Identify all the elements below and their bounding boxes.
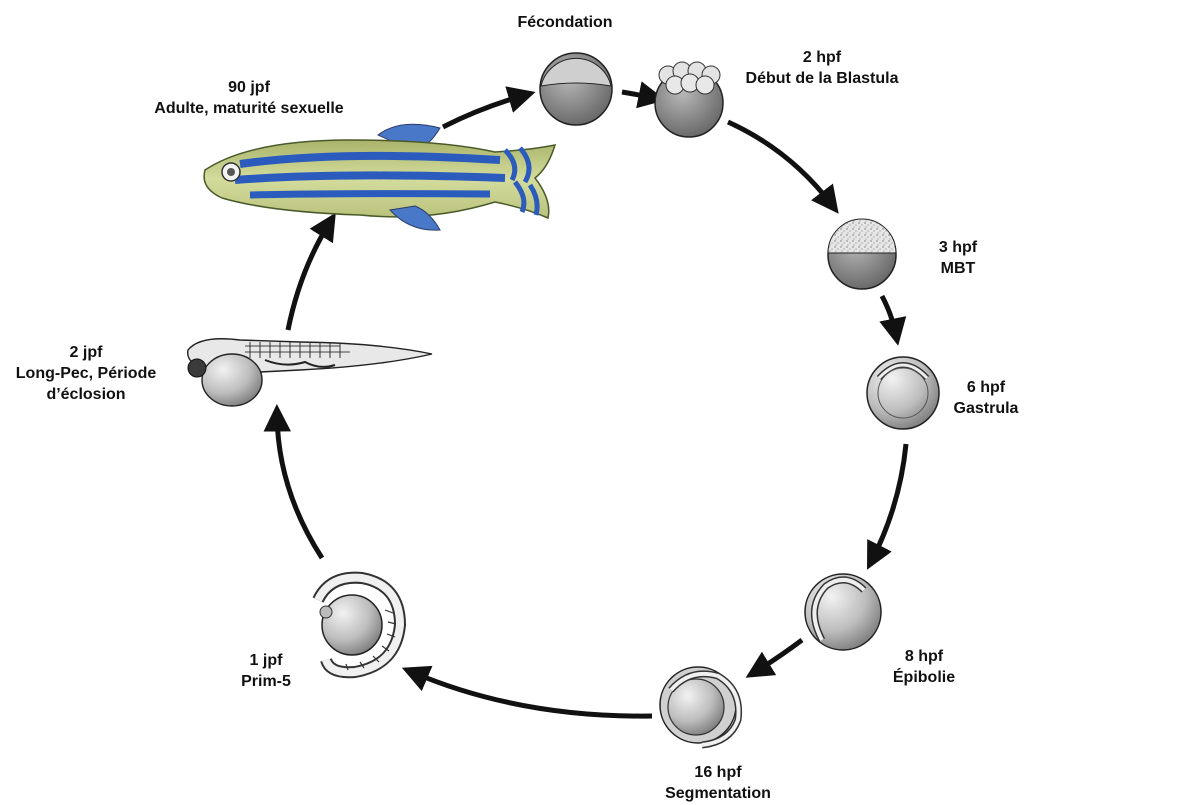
- segmentation-time: 16 hpf: [665, 762, 771, 783]
- arrow-prim5-to-longpec: [277, 415, 322, 558]
- prim5-name: Prim-5: [241, 671, 291, 692]
- stage-label-adult: 90 jpf Adulte, maturité sexuelle: [154, 77, 343, 119]
- longpec-name-cont: d’éclosion: [16, 384, 156, 405]
- fertilization-embryo-illustration: [540, 53, 612, 125]
- stage-label-blastula: 2 hpf Début de la Blastula: [746, 47, 899, 89]
- gastrula-embryo-illustration: [867, 357, 939, 429]
- blastula-name: Début de la Blastula: [746, 68, 899, 89]
- prim5-embryo-illustration: [318, 578, 400, 673]
- arrow-mbt-to-gastrula: [882, 296, 896, 335]
- adult-zebrafish-illustration: [204, 124, 555, 230]
- stage-label-prim5: 1 jpf Prim-5: [241, 650, 291, 692]
- stage-label-longpec: 2 jpf Long-Pec, Période d’éclosion: [16, 342, 156, 405]
- arrow-fertilization-to-blastula: [622, 92, 655, 98]
- arrow-segmentation-to-prim5: [412, 672, 652, 716]
- arrow-blastula-to-mbt: [728, 122, 832, 205]
- adult-time: 90 jpf: [154, 77, 343, 98]
- longpec-name: Long-Pec, Période: [16, 363, 156, 384]
- blastula-embryo-illustration: [655, 62, 723, 137]
- arrow-epiboly-to-segmentation: [755, 640, 802, 672]
- gastrula-name: Gastrula: [954, 398, 1019, 419]
- epiboly-time: 8 hpf: [893, 646, 955, 667]
- arrow-gastrula-to-epiboly: [872, 444, 906, 560]
- segmentation-embryo-illustration: [660, 667, 739, 745]
- adult-name: Adulte, maturité sexuelle: [154, 98, 343, 119]
- mbt-embryo-illustration: [828, 219, 896, 289]
- mbt-name: MBT: [939, 258, 977, 279]
- longpec-time: 2 jpf: [16, 342, 156, 363]
- gastrula-time: 6 hpf: [954, 377, 1019, 398]
- stage-label-fertilization: Fécondation: [517, 12, 612, 33]
- stage-label-segmentation: 16 hpf Segmentation: [665, 762, 771, 804]
- stage-label-gastrula: 6 hpf Gastrula: [954, 377, 1019, 419]
- arrow-adult-to-fertilization: [443, 95, 525, 127]
- prim5-time: 1 jpf: [241, 650, 291, 671]
- segmentation-name: Segmentation: [665, 783, 771, 804]
- arrow-longpec-to-adult: [288, 222, 330, 330]
- fertilization-line-1: Fécondation: [517, 12, 612, 33]
- stage-label-mbt: 3 hpf MBT: [939, 237, 977, 279]
- longpec-larva-illustration: [188, 339, 432, 406]
- blastula-time: 2 hpf: [746, 47, 899, 68]
- epiboly-name: Épibolie: [893, 667, 955, 688]
- mbt-time: 3 hpf: [939, 237, 977, 258]
- epiboly-embryo-illustration: [805, 574, 881, 650]
- stage-label-epiboly: 8 hpf Épibolie: [893, 646, 955, 688]
